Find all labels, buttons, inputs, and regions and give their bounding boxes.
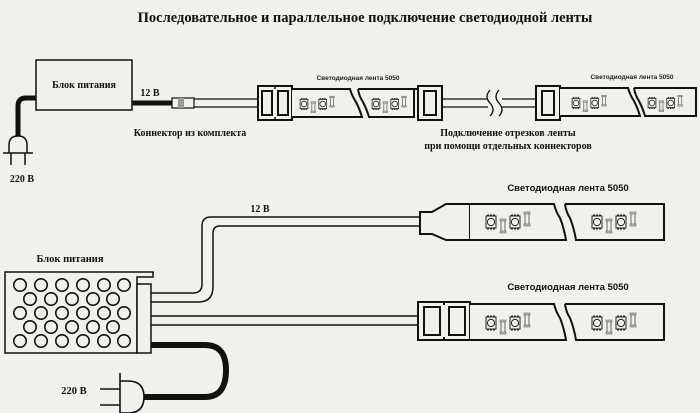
serial-plug-icon [3,135,33,165]
vent-hole [43,291,58,306]
parallel-led-strip-2 [470,303,665,341]
vent-hole [106,291,121,306]
serial-joint-connector-2 [535,85,561,121]
vent-hole [33,305,48,320]
serial-joint-connector-1 [414,85,443,121]
parallel-section: Блок питания 12 В 220 В [4,183,665,413]
parallel-wire-top [151,216,420,303]
serial-strip-connector-1 [257,85,293,121]
serial-strip-1-label: Светодиодная лента 5050 [316,75,399,82]
parallel-wire-bottom [151,315,418,326]
vent-hole [33,333,48,348]
vent-hole [97,333,112,348]
vent-hole [86,291,101,306]
vent-hole [22,319,37,334]
vent-hole [76,333,91,348]
parallel-top-connector [419,203,471,241]
vent-hole [76,277,91,292]
serial-voltage-out: 12 В [140,88,160,99]
serial-mains-cable [15,95,36,140]
vent-hole [33,277,48,292]
parallel-strip-1-label: Светодиодная лента 5050 [507,183,628,194]
serial-power-supply-label: Блок питания [52,80,116,91]
parallel-voltage-in: 220 В [61,386,86,397]
parallel-led-strip-1 [470,203,665,241]
serial-voltage-in: 220 В [10,174,35,185]
parallel-mains-cable [142,342,230,400]
parallel-bottom-connector [417,301,471,341]
parallel-power-supply-label: Блок питания [36,254,103,265]
joint-label-line2: при помощи отдельных коннекторов [424,141,592,152]
vent-hole [97,305,112,320]
serial-section: Блок питания 220 В 12 В Коннектор из ком… [3,59,697,185]
vent-hole [43,319,58,334]
vent-hole [86,319,101,334]
parallel-strip-2-label: Светодиодная лента 5050 [507,282,628,293]
vent-hole [13,277,27,292]
vent-hole [117,333,132,348]
kit-connector [171,97,195,109]
vent-hole [106,319,121,334]
serial-wire-1 [194,98,258,108]
vent-hole [22,291,37,306]
vent-hole [54,305,69,320]
serial-joint-wire [442,89,536,117]
vent-hole [13,333,27,348]
vent-hole [65,291,80,306]
vent-hole [117,305,132,320]
serial-led-strip-2 [560,87,697,117]
vent-hole [13,305,27,320]
vent-hole [65,319,80,334]
power-supply-terminal [136,283,152,354]
vent-hole [76,305,91,320]
vent-hole [54,333,69,348]
vent-hole [97,277,112,292]
serial-power-supply [35,59,133,111]
vent-hole [117,277,132,292]
kit-connector-label: Коннектор из комплекта [134,128,246,139]
serial-led-strip-1 [292,88,415,118]
parallel-plug-icon [100,373,145,413]
serial-strip-2-label: Светодиодная лента 5050 [590,74,673,81]
parallel-power-supply [4,271,154,354]
vent-hole [54,277,69,292]
diagram-title: Последовательное и параллельное подключе… [138,10,593,26]
joint-label-line1: Подключение отрезков ленты [440,128,576,139]
parallel-voltage-out: 12 В [250,204,270,215]
